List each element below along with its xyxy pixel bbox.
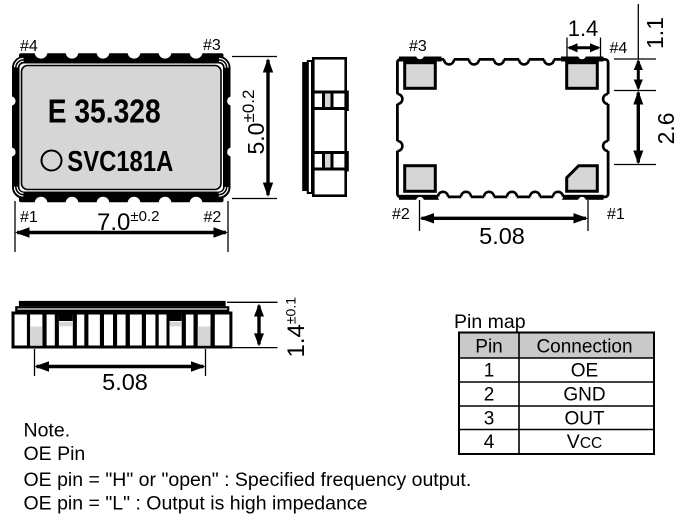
svg-text:Connection: Connection (536, 337, 632, 358)
svg-text:OE pin = "L" : Output is high: OE pin = "L" : Output is high impedance (24, 493, 368, 515)
svg-text:OE: OE (571, 361, 598, 382)
svg-text:1: 1 (484, 361, 495, 382)
svg-text:#3: #3 (409, 38, 427, 55)
svg-text:1.4±0.1: 1.4±0.1 (283, 297, 311, 358)
svg-text:#4: #4 (610, 40, 628, 57)
svg-text:7.0±0.2: 7.0±0.2 (97, 208, 159, 236)
svg-text:#2: #2 (392, 206, 410, 223)
svg-text:Pin map: Pin map (454, 311, 526, 333)
svg-text:GND: GND (563, 385, 605, 406)
svg-text:OE pin = "H" or "open" : Speci: OE pin = "H" or "open" : Specified frequ… (24, 469, 472, 491)
svg-text:#2: #2 (204, 209, 222, 226)
svg-text:2.6: 2.6 (653, 112, 679, 144)
svg-text:#4: #4 (20, 38, 38, 55)
svg-text:OE Pin: OE Pin (24, 443, 86, 465)
svg-text:#1: #1 (20, 209, 38, 226)
svg-text:5.08: 5.08 (479, 223, 525, 249)
svg-text:1.4: 1.4 (568, 16, 599, 41)
svg-text:#1: #1 (607, 206, 625, 223)
svg-text:E 35.328: E 35.328 (48, 93, 161, 130)
svg-text:5.0±0.2: 5.0±0.2 (239, 90, 269, 155)
svg-text:2: 2 (484, 385, 495, 406)
svg-text:SVC181A: SVC181A (67, 146, 173, 178)
svg-text:#3: #3 (203, 37, 221, 54)
svg-text:OUT: OUT (564, 409, 605, 430)
svg-text:3: 3 (484, 409, 495, 430)
svg-text:Pin: Pin (475, 337, 502, 358)
svg-text:VCC: VCC (567, 431, 602, 453)
svg-text:Note.: Note. (24, 420, 71, 442)
svg-text:4: 4 (484, 432, 495, 453)
svg-text:5.08: 5.08 (102, 369, 148, 395)
svg-text:1.1: 1.1 (642, 17, 668, 49)
